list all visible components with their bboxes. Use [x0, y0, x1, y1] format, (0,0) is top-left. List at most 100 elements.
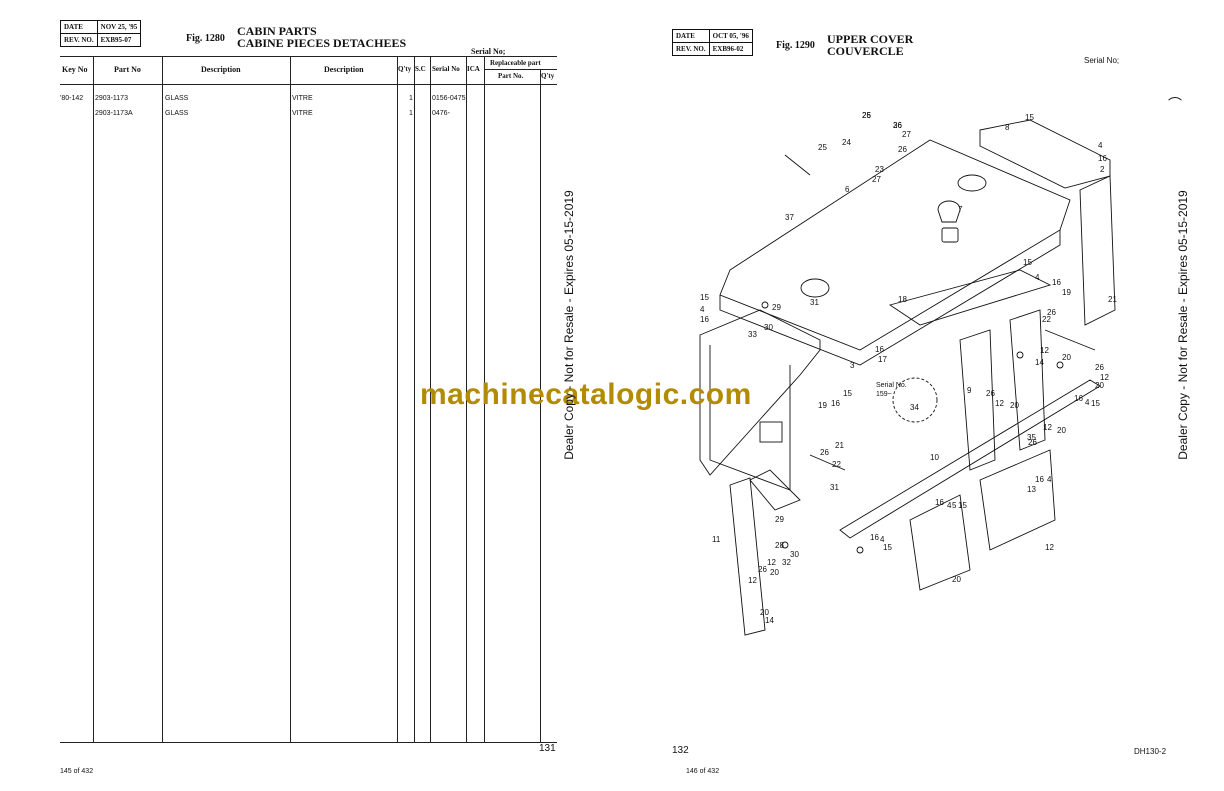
callout-number: 3: [850, 361, 855, 370]
col-divider: [484, 56, 485, 742]
callout-number: 26: [893, 121, 902, 130]
callout-number: 35: [1027, 433, 1036, 442]
right-rev-label: REV. NO.: [672, 42, 710, 56]
callout-number: 2: [1100, 165, 1105, 174]
callout-number: 28: [775, 541, 784, 550]
side-note-left: Dealer Copy - Not for Resale - Expires 0…: [562, 190, 576, 460]
row-key: '80-142: [60, 95, 84, 102]
callout-number: 27: [902, 130, 911, 139]
callout-number: 15: [700, 293, 709, 302]
right-serial-label: Serial No;: [1084, 56, 1120, 65]
callout-number: 18: [898, 295, 907, 304]
callout-number: 4: [880, 535, 885, 544]
callout-number: 22: [1042, 315, 1051, 324]
col-sc: S.C: [415, 65, 426, 73]
callout-number: 20: [1062, 353, 1071, 362]
watermark-text: machinecatalogic.com: [420, 378, 752, 411]
row-part: 2903-1173A: [95, 110, 133, 117]
left-rev-label: REV. NO.: [60, 33, 98, 47]
callout-number: 4: [1035, 273, 1040, 282]
row-desc-en: GLASS: [165, 110, 189, 117]
col-divider: [290, 56, 291, 742]
callout-number: 12: [1045, 543, 1054, 552]
replaceable-rule: [484, 69, 557, 70]
col-divider: [397, 56, 398, 742]
callout-number: 12: [748, 576, 757, 585]
left-title-en: CABIN PARTS: [237, 24, 317, 38]
plate-35: [979, 449, 1056, 551]
col-replaceable: Replaceable part: [490, 59, 541, 67]
callout-number: 16: [1052, 278, 1061, 287]
callout-number: 15: [958, 501, 967, 510]
col-qty: Q'ty: [398, 65, 412, 73]
rod-24: [784, 154, 811, 176]
col-rep-part: Part No.: [498, 72, 524, 80]
callout-number: 37: [785, 213, 794, 222]
rod-21: [1044, 329, 1096, 351]
filter-part: [941, 227, 959, 243]
frame-post-9: [959, 329, 996, 471]
front-panel-face: [709, 345, 791, 491]
callout-number: 4: [700, 305, 705, 314]
col-divider: [540, 69, 541, 742]
callout-number: 12: [995, 399, 1004, 408]
left-page-number: 131: [539, 743, 556, 754]
side-panel-right: [1079, 175, 1116, 326]
callout-number: 14: [1035, 358, 1044, 367]
table-bottom-rule: [60, 742, 557, 743]
col-part-no: Part No: [114, 65, 141, 74]
callout-number: 26: [1095, 363, 1104, 372]
callout-number: 19: [1062, 288, 1071, 297]
frame-post-11: [729, 477, 766, 636]
bolt: [781, 541, 789, 549]
right-date-value: OCT 05, '96: [708, 29, 753, 43]
row-desc-en: GLASS: [165, 95, 189, 102]
col-description-fr: Description: [324, 65, 364, 74]
callout-number: 31: [810, 298, 819, 307]
callout-number: 30: [764, 323, 773, 332]
callout-number: 16: [831, 399, 840, 408]
callout-number: 17: [878, 355, 887, 364]
right-title-fr: COUVERCLE: [827, 44, 904, 58]
col-divider: [414, 56, 415, 742]
top-cover-panel: [719, 139, 1071, 351]
callout-number: 16: [1098, 154, 1107, 163]
row-qty: 1: [409, 110, 413, 117]
callout-number: 6: [845, 185, 850, 194]
callout-number: 4: [1047, 475, 1052, 484]
callout-number: 16: [870, 533, 879, 542]
table-top-rule: [60, 56, 557, 57]
plate-34: [909, 494, 971, 591]
callout-number: 15: [1025, 113, 1034, 122]
callout-number: 12: [1100, 373, 1109, 382]
callout-number: 27: [872, 175, 881, 184]
callout-number: 26: [862, 111, 871, 120]
callout-number: 29: [775, 515, 784, 524]
serial-callout-value: 159~: [876, 391, 892, 398]
callout-number: 9: [967, 386, 972, 395]
callout-number: 20: [1057, 426, 1066, 435]
callout-number: 15: [1023, 258, 1032, 267]
right-page-number: 132: [672, 745, 689, 756]
callout-number: 32: [782, 558, 791, 567]
serial-callout-label: Serial No.: [876, 382, 907, 389]
right-rev-value: EXB96-02: [708, 42, 753, 56]
callout-number: 19: [818, 401, 827, 410]
callout-number: 10: [930, 453, 939, 462]
callout-number: 20: [952, 575, 961, 584]
callout-number: 21: [835, 441, 844, 450]
callout-number: 26: [758, 565, 767, 574]
callout-number: 16: [1074, 394, 1083, 403]
callout-number: 29: [772, 303, 781, 312]
panel-grille: [759, 421, 783, 443]
right-fig-number: Fig. 1290: [776, 40, 815, 51]
row-serial: 0476-: [432, 110, 450, 117]
callout-number: 31: [830, 483, 839, 492]
row-desc-fr: VITRE: [292, 110, 313, 117]
frame-post-b: [1009, 309, 1046, 451]
callout-number: 4: [1098, 141, 1103, 150]
front-panel-3: [699, 309, 821, 476]
bolt: [1056, 361, 1064, 369]
